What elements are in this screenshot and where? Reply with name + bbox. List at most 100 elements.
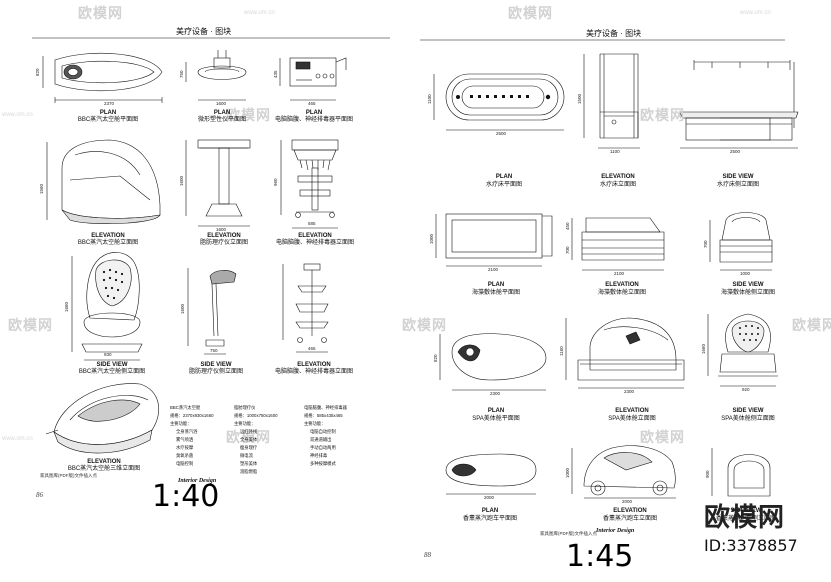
note-line: 神经排毒 — [310, 453, 328, 458]
drawing-name: 水疗床立面图 — [599, 182, 637, 188]
brand-watermark: 欧模网 — [704, 502, 786, 532]
dimension-label: 435 — [273, 70, 278, 78]
spec-notes: 脂肪理疗仪 规格：1000x750x1600 主要功能： 远红外线 全身美体 瘦… — [234, 404, 277, 476]
view-label: SIDE VIEW — [722, 174, 754, 180]
dimension-label: 930 — [104, 352, 112, 357]
dimension-label: 750 — [210, 348, 218, 353]
left-page-title: 美疗设备 · 图块 — [176, 27, 232, 36]
slimming-device-elevation-drawing — [185, 139, 251, 227]
view-label: PLAN — [213, 110, 231, 116]
hydro-bed-plan-drawing — [433, 73, 565, 131]
dimension-label: 820 — [35, 68, 40, 76]
footer-text: 家具图库(PDF版)文件插入点 — [540, 531, 597, 536]
note-line: 电脑自动控制 — [310, 429, 336, 434]
watermark-logo: 欧模网 — [508, 5, 553, 21]
spa-capsule-elevation-drawing — [565, 317, 685, 389]
view-label: SIDE VIEW — [732, 408, 764, 414]
dimension-label: 2000 — [622, 499, 633, 504]
watermark-logo: 欧模网 — [226, 429, 271, 445]
drawing-name: 水疗床侧立面图 — [716, 182, 760, 188]
dimension-label: 585 — [308, 221, 316, 226]
drawing-name: 香薰蒸汽跑车立面图 — [602, 516, 658, 522]
drawing-name: BBC蒸汽太空舱侧立面图 — [78, 369, 146, 375]
note-line: 手动自动两用 — [310, 445, 336, 450]
note-title: BBC蒸汽太空舱 — [170, 405, 201, 410]
dimension-label: 2300 — [624, 389, 635, 394]
drawing-name: 脂肪理疗仪侧立面图 — [188, 369, 244, 375]
watermark-logo: 欧模网 — [640, 429, 685, 445]
view-label: SIDE VIEW — [730, 508, 762, 514]
spec-notes: 电脑脑腹、神经排毒器 规格：585x435x465 主要功能： 电脑自动控制 双… — [304, 404, 347, 468]
spec-notes: BBC蒸汽太空舱 规格：2370x930x1660 主要功能： 全身蒸汽浴 雾气… — [170, 404, 213, 468]
drawing-name: 脂肪理疗仪立面图 — [199, 240, 249, 246]
note-title: 脂肪理疗仪 — [234, 405, 256, 410]
dimension-label: 1600 — [216, 101, 227, 106]
capsule-elevation-drawing — [46, 139, 161, 225]
drawing-name: 海藻敷体舱侧立面图 — [720, 290, 776, 296]
note-line: 多种按摩模式 — [310, 461, 336, 466]
drawing-name: SPA美体舱侧立面图 — [721, 416, 775, 422]
dimension-label: 1000 — [429, 233, 434, 244]
dimension-label: 2100 — [488, 267, 499, 272]
electronic-device-side-view-drawing — [282, 263, 329, 353]
note-line: 全身美体 — [240, 437, 258, 442]
view-label: SIDE VIEW — [200, 362, 232, 368]
drawing-name: 香薰蒸汽跑车平面图 — [462, 516, 518, 522]
dimension-label: 960 — [273, 178, 278, 186]
watermark-logo: 欧模网 — [8, 317, 53, 333]
electronic-device-plan-drawing — [279, 57, 347, 101]
note-line: 全身蒸汽浴 — [176, 429, 198, 434]
watermark-logo: 欧模网 — [640, 107, 685, 123]
aroma-car-plan-drawing — [445, 453, 537, 495]
drawing-name: 微形塑性仪平面图 — [197, 117, 247, 123]
note-line: 双通道输出 — [310, 437, 332, 442]
dimension-label: 2300 — [490, 391, 501, 396]
view-label: ELEVATION — [298, 233, 332, 239]
dimension-label: 1600 — [216, 227, 227, 232]
seaweed-capsule-plan-drawing — [435, 213, 553, 267]
view-label: ELEVATION — [91, 233, 125, 239]
note-line: 主要功能： — [304, 421, 326, 426]
dimension-label: 1500 — [577, 93, 582, 104]
drawing-name: 香薰蒸汽跑车侧立面图 — [715, 516, 777, 522]
note-line: 规格：585x435x465 — [304, 413, 343, 418]
drawing-name: BBC蒸汽太空舱三维立面图 — [67, 466, 141, 472]
drawing-name: SPA美体舱立面图 — [608, 416, 656, 422]
spa-capsule-side-view-drawing — [707, 313, 778, 387]
drawing-name: 电脑脑腹、神经排毒器平面图 — [274, 117, 354, 123]
drawing-name: 电脑脑腹、神经排毒器立面图 — [274, 369, 354, 375]
capsule-3d-drawing — [45, 383, 159, 454]
page-number: 88 — [424, 551, 431, 559]
dimension-label: 1160 — [559, 346, 564, 356]
note-line: 规格：2370x930x1660 — [170, 413, 214, 418]
view-label: PLAN — [481, 508, 499, 514]
note-line: 主要功能： — [170, 421, 192, 426]
dimension-label: 2500 — [730, 149, 741, 154]
scale-label: 1:40 — [152, 479, 220, 514]
note-line: 雾气喷洒 — [176, 437, 194, 442]
watermark-logo: 欧模网 — [78, 5, 123, 21]
watermark-logo: 欧模网 — [226, 107, 271, 123]
footer-text: 家具图库(PDF版)文件插入点 — [40, 473, 97, 478]
note-line: 主要功能： — [234, 421, 256, 426]
seaweed-capsule-elevation-drawing — [571, 217, 665, 271]
note-line: 远红外线 — [240, 429, 258, 434]
watermark-url: www.om.cn — [2, 436, 33, 442]
view-label: ELEVATION — [207, 233, 241, 239]
dimension-label: 1660 — [701, 343, 706, 354]
view-label: SIDE VIEW — [96, 362, 128, 368]
drawing-name: 海藻敷体舱立面图 — [597, 290, 647, 296]
scale-label: 1:45 — [566, 539, 634, 574]
capsule-plan-drawing — [42, 52, 163, 103]
view-label: PLAN — [487, 408, 505, 414]
watermark-logo: 欧模网 — [792, 317, 831, 333]
spa-capsule-plan-drawing — [439, 333, 547, 391]
view-label: ELEVATION — [605, 282, 639, 288]
slimming-device-side-view-drawing — [187, 268, 237, 355]
seaweed-capsule-side-view-drawing — [709, 212, 773, 271]
right-page-title: 美疗设备 · 图块 — [586, 29, 642, 38]
dimension-label: 2370 — [104, 101, 115, 106]
interior-design-label: Interior Design — [178, 478, 217, 484]
drawing-name: 水疗床平面图 — [485, 182, 523, 188]
note-line: 瘦身理疗 — [240, 445, 258, 450]
